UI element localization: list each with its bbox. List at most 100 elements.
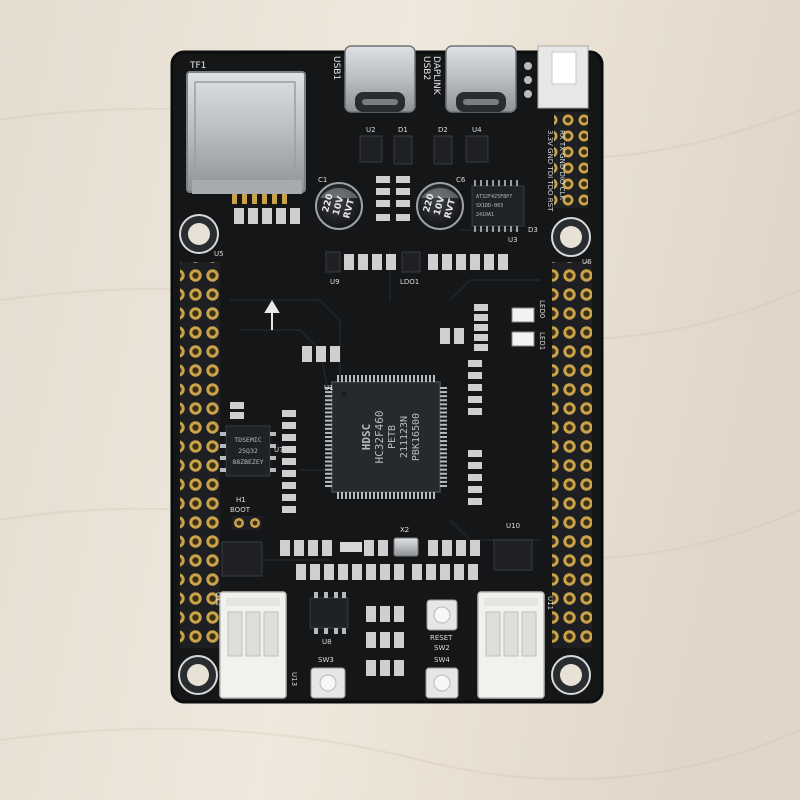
mcu-pin [337, 375, 339, 382]
mcu-line4: PBK16500 [411, 413, 422, 461]
electrolytic-capacitor-1: 220 10V RVT [315, 182, 363, 230]
mcu-pin [325, 427, 332, 430]
mcu-pin [440, 436, 447, 438]
silk-u12: U12 [214, 592, 222, 606]
mcu-pin [440, 391, 447, 394]
silk-d2: D2 [438, 126, 448, 134]
silk-u2: U2 [366, 126, 376, 134]
left-pin-header [180, 262, 220, 648]
silk-d3: D3 [528, 226, 538, 234]
mcu-pin [345, 492, 347, 499]
mcu-pin [365, 375, 367, 382]
mcu-pin [325, 444, 332, 447]
mcu-pin [377, 492, 379, 499]
mcu-pin [433, 375, 435, 382]
cap1-line1: 220 [321, 193, 336, 214]
mcu-pin [325, 456, 332, 459]
cap2-line2: 10V [433, 195, 448, 216]
silk-header-top: RX TX GND DIO CLK [558, 130, 566, 200]
mcu-pin [405, 375, 407, 382]
silk-u10: U10 [506, 522, 520, 530]
mcu-pin [440, 423, 447, 426]
usb-bridge-ic: AT32F425F8P7 SX1DD-003 2410A1 [471, 180, 525, 232]
flash-chip: TDSEMIC 25Q32 88ZBEZEY [220, 425, 276, 477]
mcu-pin [440, 468, 447, 471]
mcu-pin [397, 492, 399, 499]
silk-usb1: USB1 [331, 56, 341, 80]
mcu-pin [325, 391, 332, 394]
mcu-pin [413, 375, 415, 382]
mcu-pin [440, 403, 447, 406]
silk-u3: U3 [508, 236, 518, 244]
mcu-pin [409, 375, 411, 382]
flash-line1: TDSEMIC [234, 436, 261, 444]
silk-tf1: TF1 [189, 61, 206, 71]
boot-jumper [232, 516, 262, 530]
mcu-pin [325, 395, 332, 398]
mcu-pin [325, 485, 332, 487]
mcu-pin [401, 492, 403, 499]
mcu-pin [373, 375, 375, 382]
silk-reset: RESET [430, 634, 453, 642]
mcu-pin [325, 460, 332, 463]
usb-ic-line3: 2410A1 [476, 212, 494, 218]
silk-u8: U8 [322, 638, 332, 646]
mcu-pin [325, 440, 332, 443]
electrolytic-capacitor-2: 220 10V RVT [416, 182, 464, 230]
mcu-pin [409, 492, 411, 499]
flash-line3: 88ZBEZEY [232, 458, 263, 466]
mcu-pin [421, 375, 423, 382]
silk-ldo1: LDO1 [400, 278, 419, 286]
sd-card-slot [186, 71, 306, 204]
mcu-pin [417, 492, 419, 499]
mcu-pin [325, 431, 332, 434]
mcu-pin [385, 492, 387, 499]
mcu-pin [325, 415, 332, 418]
usb-c-connector-1 [344, 45, 416, 113]
silk-u6: U6 [582, 258, 592, 266]
mcu-pin [345, 375, 347, 382]
mcu-pin [325, 480, 332, 483]
mcu-pin [325, 464, 332, 467]
mcu-pin [440, 464, 447, 467]
mcu-pin [440, 472, 447, 475]
mcu-pin [440, 452, 447, 455]
cap2-line1: 220 [422, 193, 437, 214]
connector-left [219, 591, 287, 699]
mcu-pin [325, 423, 332, 426]
mcu-pin [440, 431, 447, 434]
silk-u7: U7 [274, 446, 284, 454]
reset-button[interactable] [426, 599, 458, 631]
mcu-line3: 211123N [399, 416, 410, 458]
mcu-pin [325, 436, 332, 438]
mcu-pin [401, 375, 403, 382]
smd-passives [230, 176, 508, 676]
silk-c6: C6 [456, 176, 466, 184]
mcu-pin [440, 444, 447, 447]
mcu-pin [393, 375, 395, 382]
mcu-pin [429, 492, 431, 499]
mcu-pin [389, 492, 391, 499]
sw3-button[interactable] [310, 667, 346, 699]
status-leds [511, 307, 535, 347]
mcu-pin [440, 440, 447, 443]
silk-led0: LED0 [538, 300, 546, 318]
silk-daplink: DAPLINK [431, 56, 441, 96]
silk-u4: U4 [472, 126, 482, 134]
silk-usb2: USB2 [421, 56, 431, 80]
usb-c-connector-2 [445, 45, 517, 113]
mcu-pin [440, 415, 447, 418]
flash-line2: 25Q32 [238, 447, 258, 455]
mcu-pin [440, 395, 447, 398]
mcu-pin [425, 375, 427, 382]
sw4-button[interactable] [425, 667, 459, 699]
mcu-pin [440, 399, 447, 402]
usb-ic-line2: SX1DD-003 [476, 203, 503, 209]
mounting-holes [178, 214, 591, 695]
mcu-pin [325, 468, 332, 471]
mcu-pin [389, 375, 391, 382]
mcu-pin [369, 492, 371, 499]
silk-u5: U5 [214, 250, 224, 258]
mcu-pin [440, 485, 447, 487]
